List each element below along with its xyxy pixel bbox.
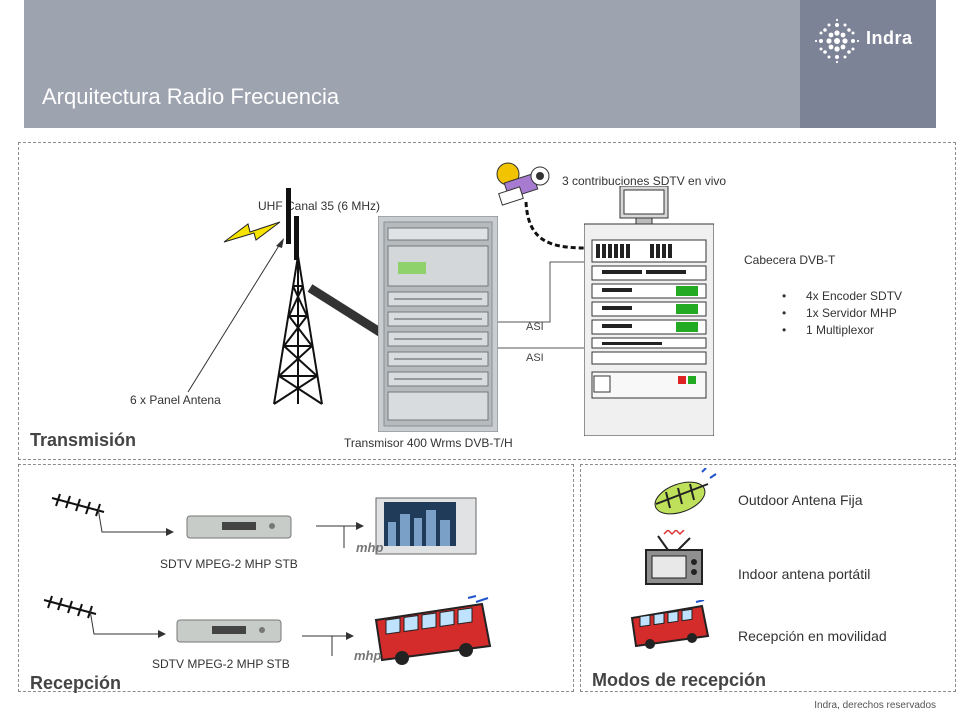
- reception-frame: [18, 464, 574, 692]
- headend-rack-icon: [584, 186, 714, 436]
- video-camera-icon: [496, 162, 550, 206]
- headend-item-encoder: 4x Encoder SDTV: [780, 288, 902, 305]
- transmitter-label: Transmisor 400 Wrms DVB-T/H: [344, 436, 513, 450]
- mode-mobile-label: Recepción en movilidad: [738, 628, 887, 644]
- asi-label-bottom: ASI: [526, 352, 544, 364]
- set-top-box-icon: [186, 515, 292, 539]
- contributions-label: 3 contribuciones SDTV en vivo: [562, 174, 727, 188]
- transmission-frame: [18, 142, 956, 460]
- reception-section-label: Recepción: [30, 673, 122, 693]
- transmitter-rack-icon: [378, 216, 498, 432]
- indra-logo-icon: [814, 18, 860, 64]
- logo-text: Indra: [866, 28, 913, 48]
- headend-item-server: 1x Servidor MHP: [780, 305, 902, 322]
- headend-item-multiplexer: 1 Multiplexor: [780, 322, 902, 339]
- set-top-box-mobile-icon: [176, 619, 282, 643]
- logo-panel: [800, 0, 936, 128]
- antenna-pointer-arrow: [187, 238, 284, 393]
- car-antenna-icon: [43, 595, 97, 619]
- television-icon: [375, 497, 477, 555]
- headend-title: Cabecera DVB-T: [744, 253, 836, 267]
- header-title-panel: [24, 0, 800, 128]
- antenna-cable-bottom: [89, 609, 166, 638]
- outdoor-antenna-icon: [654, 468, 717, 515]
- mode-indoor-label: Indoor antena portátil: [738, 566, 871, 582]
- stb-label-top: SDTV MPEG-2 MHP STB: [160, 557, 298, 571]
- transmission-section-label: Transmisión: [30, 430, 137, 450]
- bus-icon: [374, 595, 492, 665]
- panel-antenna-label: 6 x Panel Antena: [130, 393, 221, 407]
- headend-components-list: 4x Encoder SDTV 1x Servidor MHP 1 Multip…: [780, 288, 902, 339]
- modes-frame: [580, 464, 956, 692]
- mode-outdoor-label: Outdoor Antena Fija: [738, 492, 863, 508]
- asi-label-top: ASI: [526, 321, 544, 333]
- stb-to-tv-arrow-top: [316, 522, 364, 548]
- lightning-icon: [223, 221, 281, 243]
- stb-label-bottom: SDTV MPEG-2 MHP STB: [152, 657, 290, 671]
- asi-connections: [498, 261, 592, 349]
- antenna-cable-top: [97, 507, 174, 536]
- mobile-bus-icon: [630, 600, 710, 649]
- page-title: Arquitectura Radio Frecuencia: [42, 84, 340, 109]
- modes-section-label: Modos de recepción: [592, 670, 767, 690]
- mhp-logo-bottom: mhp: [354, 648, 382, 663]
- mhp-logo-top: mhp: [356, 540, 384, 555]
- antenna-tower-icon: [273, 188, 323, 405]
- portable-tv-icon: [645, 530, 703, 585]
- feeder-cable: [307, 284, 389, 340]
- stb-to-bus-arrow: [302, 632, 354, 656]
- footer-copyright: Indra, derechos reservados: [814, 700, 936, 711]
